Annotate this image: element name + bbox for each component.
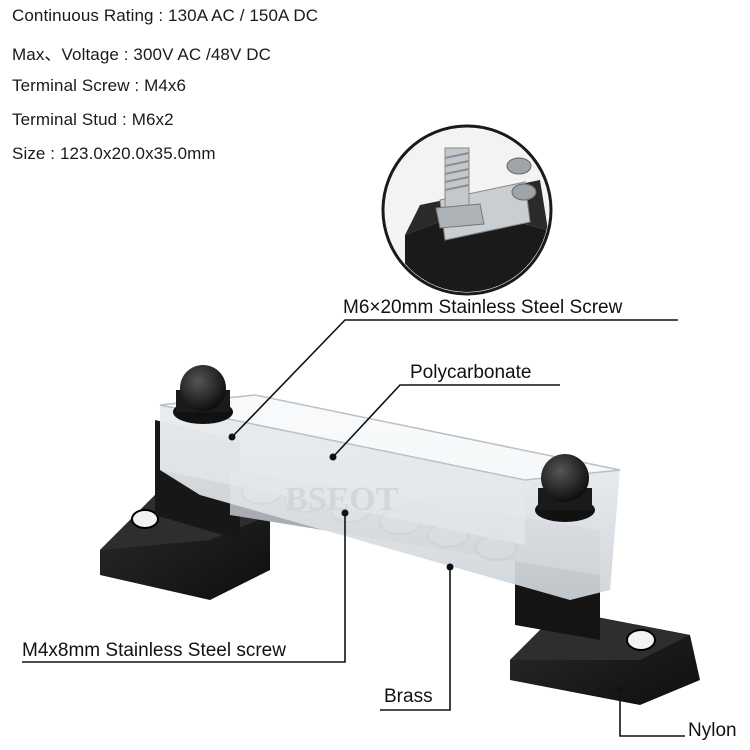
spec-continuous-rating: Continuous Rating : 130A AC / 150A DC [12,6,319,25]
spec-terminal-screw: Terminal Screw : M4x6 [12,76,187,95]
polycarbonate-cover: BSEOT [159,394,621,600]
spec-max-voltage: Max、Voltage : 300V AC /48V DC [12,45,271,64]
callout-leader-lines [22,319,685,737]
spec-terminal-stud: Terminal Stud : M6x2 [12,110,174,129]
callout-brass: Brass [384,686,433,707]
leader-stud-screw [231,319,678,438]
callout-polycarbonate: Polycarbonate [410,362,532,383]
leader-nylon [619,690,685,737]
callout-stud-screw: M6×20mm Stainless Steel Screw [343,297,623,318]
callout-nylon: Nylon [688,720,737,741]
left-stud-cap [173,365,233,424]
zoom-detail-inset [381,124,553,296]
right-stud-cap [535,454,595,522]
leader-brass [380,567,451,711]
callout-terminal-screw: M4x8mm Stainless Steel screw [22,640,286,661]
leader-terminal-screw [22,513,346,663]
leader-polycarbonate [332,384,560,458]
spec-size: Size : 123.0x20.0x35.0mm [12,144,216,163]
